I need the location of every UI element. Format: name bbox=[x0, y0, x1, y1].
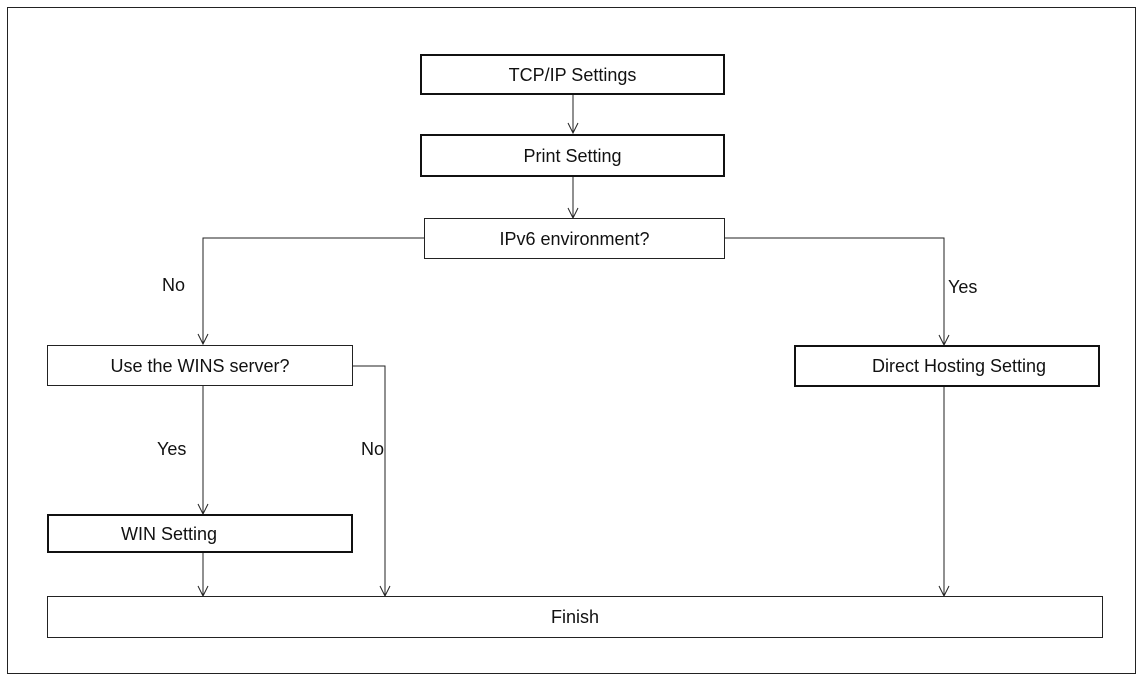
label-wins-yes: Yes bbox=[157, 439, 187, 459]
node-finish: Finish bbox=[47, 596, 1103, 638]
node-tcpip-settings: TCP/IP Settings bbox=[420, 54, 725, 95]
node-win-setting: WIN Setting bbox=[47, 514, 353, 553]
node-use-wins-server: Use the WINS server? bbox=[47, 345, 353, 386]
arrow-ipv6-yes-branch bbox=[724, 237, 944, 345]
node-direct-hosting-setting: Direct Hosting Setting bbox=[794, 345, 1100, 387]
label-ipv6-no: No bbox=[162, 275, 186, 295]
label-ipv6-yes: Yes bbox=[948, 277, 978, 297]
diagram-frame bbox=[7, 7, 1136, 674]
node-ipv6-environment: IPv6 environment? bbox=[424, 218, 725, 259]
arrow-wins-no bbox=[352, 365, 385, 596]
node-print-setting: Print Setting bbox=[420, 134, 725, 177]
label-wins-no: No bbox=[361, 439, 385, 459]
arrow-ipv6-no-branch bbox=[203, 237, 424, 344]
